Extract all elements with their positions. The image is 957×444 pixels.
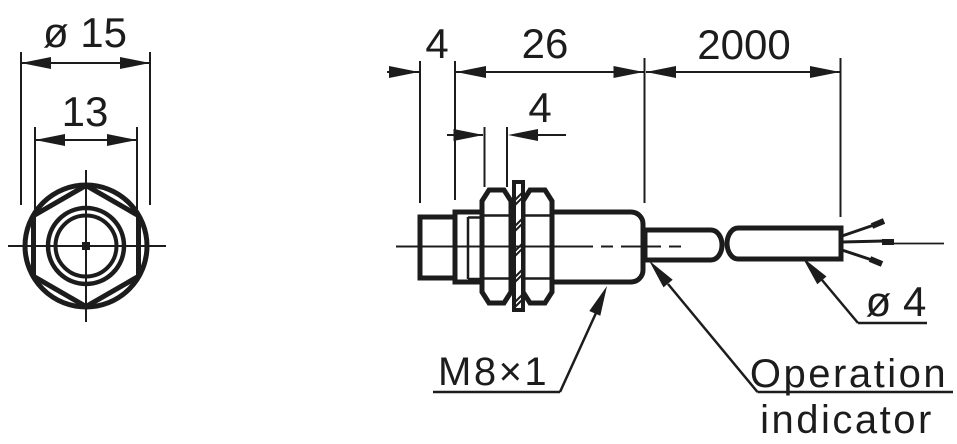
dim-label-across-flats: 13 (62, 88, 109, 135)
dimension-cable-2000: 2000 (646, 21, 842, 217)
dim-label-tip-4: 4 (425, 20, 448, 67)
cable-segment-2 (724, 225, 844, 262)
arrowhead-left (453, 129, 484, 141)
arrowhead-left (456, 66, 486, 78)
label-thread-m8x1: M8×1 (438, 350, 549, 394)
housing-body (549, 209, 646, 285)
arrowhead-right (107, 134, 137, 146)
arrowhead-right (613, 66, 644, 78)
dim-label-diameter-15: ø 15 (43, 9, 127, 56)
dim-label-nut-4: 4 (528, 84, 551, 131)
cable-wires (841, 218, 944, 267)
dim-label-housing-26: 26 (522, 20, 569, 67)
arrowhead-right (120, 57, 150, 69)
leader-arrowhead (649, 260, 673, 288)
center-mark (82, 242, 90, 250)
callout-operation-indicator: Operation indicator (649, 260, 953, 442)
wire-middle (841, 239, 885, 244)
arrowhead (389, 66, 419, 78)
callout-thread-m8x1: M8×1 (433, 286, 607, 394)
side-view: 4 26 2000 4 (387, 20, 953, 442)
washer-teeth (514, 192, 523, 308)
wire-lower (841, 248, 873, 262)
dimension-across-flats-13: 13 (34, 88, 138, 218)
arrowhead-left (646, 66, 676, 78)
front-view: ø 15 13 (8, 9, 166, 322)
leader-arrowhead (589, 286, 607, 316)
arrowhead-left (35, 134, 65, 146)
dim-label-cable-2000: 2000 (697, 21, 790, 68)
cable-segment-1 (642, 227, 725, 263)
label-operation-indicator-line1: Operation (750, 352, 948, 396)
arrowhead-right (810, 66, 840, 78)
label-operation-indicator-line2: indicator (760, 398, 934, 442)
wire-upper (841, 223, 875, 238)
dimension-nut-4: 4 (447, 84, 566, 187)
wire-lower-tip (868, 256, 884, 267)
callout-cable-diameter-4: ø 4 (802, 257, 927, 325)
label-cable-diameter-4: ø 4 (866, 278, 927, 325)
dimension-housing-26: 26 (454, 20, 646, 203)
dimension-diameter-15: ø 15 (20, 9, 151, 205)
leader-arrowhead (802, 257, 827, 285)
arrowhead-right (508, 129, 538, 141)
arrowhead-left (21, 57, 51, 69)
wire-upper-tip (870, 218, 886, 229)
dimension-tip-4: 4 (387, 20, 449, 203)
